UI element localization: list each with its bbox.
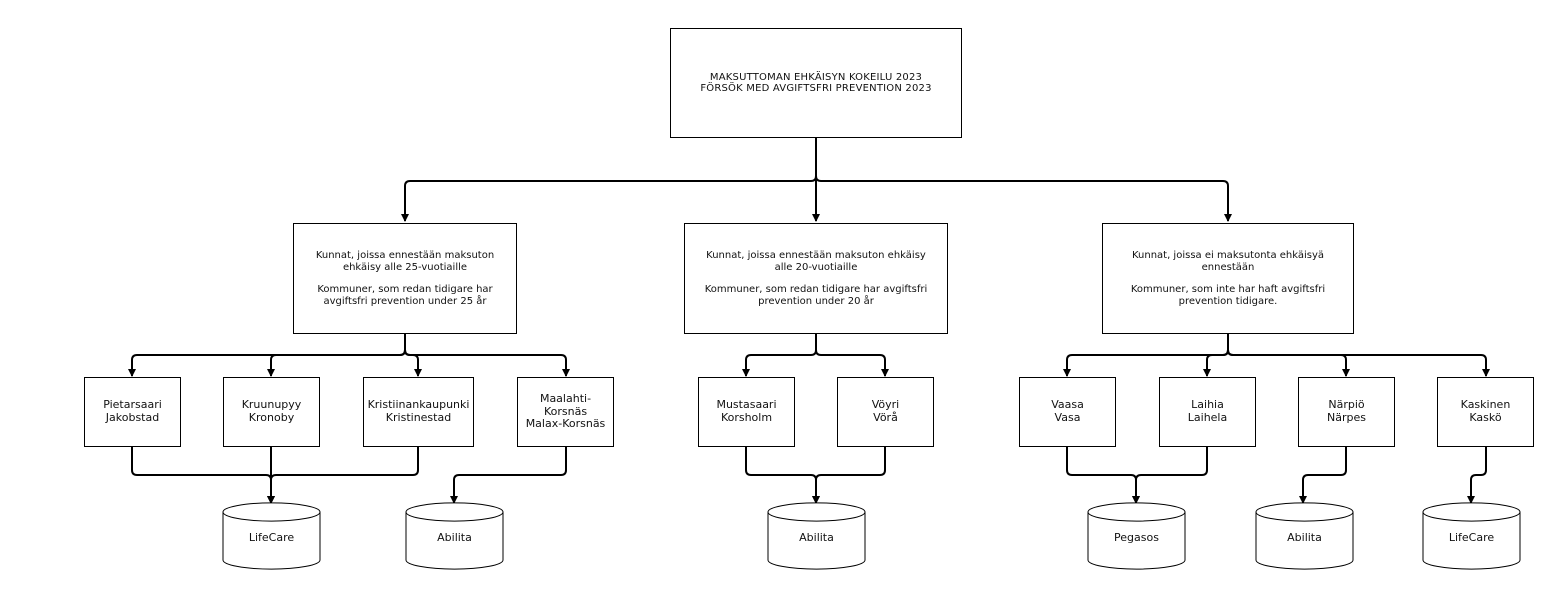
municipality-voyri: Vöyri Vörå	[837, 377, 934, 447]
database-label: Abilita	[1287, 531, 1322, 544]
municipality-name-fi: Maalahti- Korsnäs	[539, 392, 592, 418]
edge-voyri-abilita	[812, 446, 886, 504]
edge-group3-narpio	[1227, 349, 1350, 377]
database-pegasos: Pegasos	[1087, 502, 1186, 570]
municipality-name-fi: Kruunupyy	[241, 398, 302, 412]
database-abilita: Abilita	[405, 502, 504, 570]
municipality-kruunupyy: Kruunupyy Kronoby	[223, 377, 320, 447]
group-box-under-20: Kunnat, joissa ennestään maksuton ehkäis…	[684, 223, 948, 334]
database-label: LifeCare	[248, 531, 295, 544]
database-label: Abilita	[437, 531, 472, 544]
municipality-name-sv: Vörå	[873, 411, 898, 424]
group-box-under-25: Kunnat, joissa ennestään maksuton ehkäis…	[293, 223, 517, 334]
title-line-sv: FÖRSÖK MED AVGIFTSFRI PREVENTION 2023	[700, 83, 932, 94]
group-label-fi: Kunnat, joissa ei maksutonta ehkäisyä en…	[1131, 250, 1325, 273]
municipality-name-sv: Kaskö	[1469, 411, 1502, 424]
municipality-mustasaari: Mustasaari Korsholm	[698, 377, 795, 447]
edge-group2-voyri	[815, 349, 889, 377]
group-box-no-free: Kunnat, joissa ei maksutonta ehkäisyä en…	[1102, 223, 1354, 334]
municipality-name-sv: Jakobstad	[105, 411, 160, 424]
database-label: Abilita	[799, 531, 834, 544]
database-icon	[405, 502, 504, 570]
edge-group1-kruunupyy	[267, 349, 406, 377]
edge-kristiinankaupunki-lifecare	[267, 446, 419, 504]
municipality-name-fi: Vöyri	[871, 398, 900, 412]
municipality-vaasa: Vaasa Vasa	[1019, 377, 1116, 447]
municipality-name-fi: Vaasa	[1051, 398, 1084, 412]
municipality-name-fi: Laihia	[1191, 398, 1224, 412]
edge-mustasaari-abilita	[745, 446, 820, 504]
database-icon	[767, 502, 866, 570]
municipality-name-fi: Pietarsaari	[103, 398, 162, 412]
database-icon	[1087, 502, 1186, 570]
edge-group3-kaskinen	[1227, 349, 1490, 377]
municipality-name-sv: Korsholm	[720, 411, 773, 424]
database-abilita: Abilita	[1255, 502, 1354, 570]
group-label-sv: Kommuner, som redan tidigare har avgifts…	[704, 284, 928, 307]
edge-title-group-3	[815, 175, 1232, 222]
edge-kaskinen-lifecare	[1467, 446, 1487, 504]
title-box: MAKSUTTOMAN EHKÄISYN KOKEILU 2023 FÖRSÖK…	[670, 28, 962, 138]
municipality-name-sv: Kronoby	[248, 411, 295, 424]
municipality-name-fi: Kaskinen	[1460, 398, 1511, 412]
edge-group3-laihia	[1203, 349, 1229, 377]
municipality-name-fi: Mustasaari	[716, 398, 777, 412]
municipality-name-fi: Kristiinankaupunki	[367, 398, 470, 412]
group-label-sv: Kommuner, som inte har haft avgiftsfri p…	[1130, 284, 1326, 307]
municipality-narpio: Närpiö Närpes	[1298, 377, 1395, 447]
database-icon	[1255, 502, 1354, 570]
edge-laihia-pegasos	[1132, 446, 1208, 504]
edge-vaasa-pegasos	[1066, 446, 1140, 504]
title-line-fi: MAKSUTTOMAN EHKÄISYN KOKEILU 2023	[709, 71, 923, 83]
group-label-fi: Kunnat, joissa ennestään maksuton ehkäis…	[315, 250, 495, 273]
municipality-name-fi: Närpiö	[1328, 398, 1365, 412]
municipality-kaskinen: Kaskinen Kaskö	[1437, 377, 1534, 447]
database-label: LifeCare	[1448, 531, 1495, 544]
database-lifecare: LifeCare	[1422, 502, 1521, 570]
municipality-name-sv: Kristinestad	[385, 411, 452, 424]
group-label-sv: Kommuner, som redan tidigare har avgifts…	[317, 284, 493, 307]
group-label-fi: Kunnat, joissa ennestään maksuton ehkäis…	[706, 250, 926, 273]
edge-group1-maalahti	[404, 349, 570, 377]
municipality-name-sv: Laihela	[1187, 411, 1228, 424]
municipality-kristiinankaupunki: Kristiinankaupunki Kristinestad	[363, 377, 474, 447]
municipality-name-sv: Vasa	[1054, 411, 1081, 424]
municipality-name-sv: Närpes	[1327, 411, 1366, 424]
database-abilita: Abilita	[767, 502, 866, 570]
municipality-pietarsaari: Pietarsaari Jakobstad	[84, 377, 181, 447]
municipality-name-sv: Malax-Korsnäs	[525, 417, 606, 431]
edge-maalahti-abilita	[450, 446, 567, 504]
municipality-laihia: Laihia Laihela	[1159, 377, 1256, 447]
municipality-maalahti-korsnas: Maalahti- Korsnäs Malax-Korsnäs	[517, 377, 614, 447]
database-icon	[1422, 502, 1521, 570]
edge-pietarsaari-lifecare	[131, 446, 275, 504]
database-lifecare: LifeCare	[222, 502, 321, 570]
edge-title-group-1	[401, 138, 817, 222]
edge-group3-vaasa	[1063, 333, 1229, 377]
database-label: Pegasos	[1114, 531, 1159, 544]
edge-narpio-abilita	[1299, 446, 1347, 504]
edge-group2-mustasaari	[742, 333, 817, 377]
database-icon	[222, 502, 321, 570]
